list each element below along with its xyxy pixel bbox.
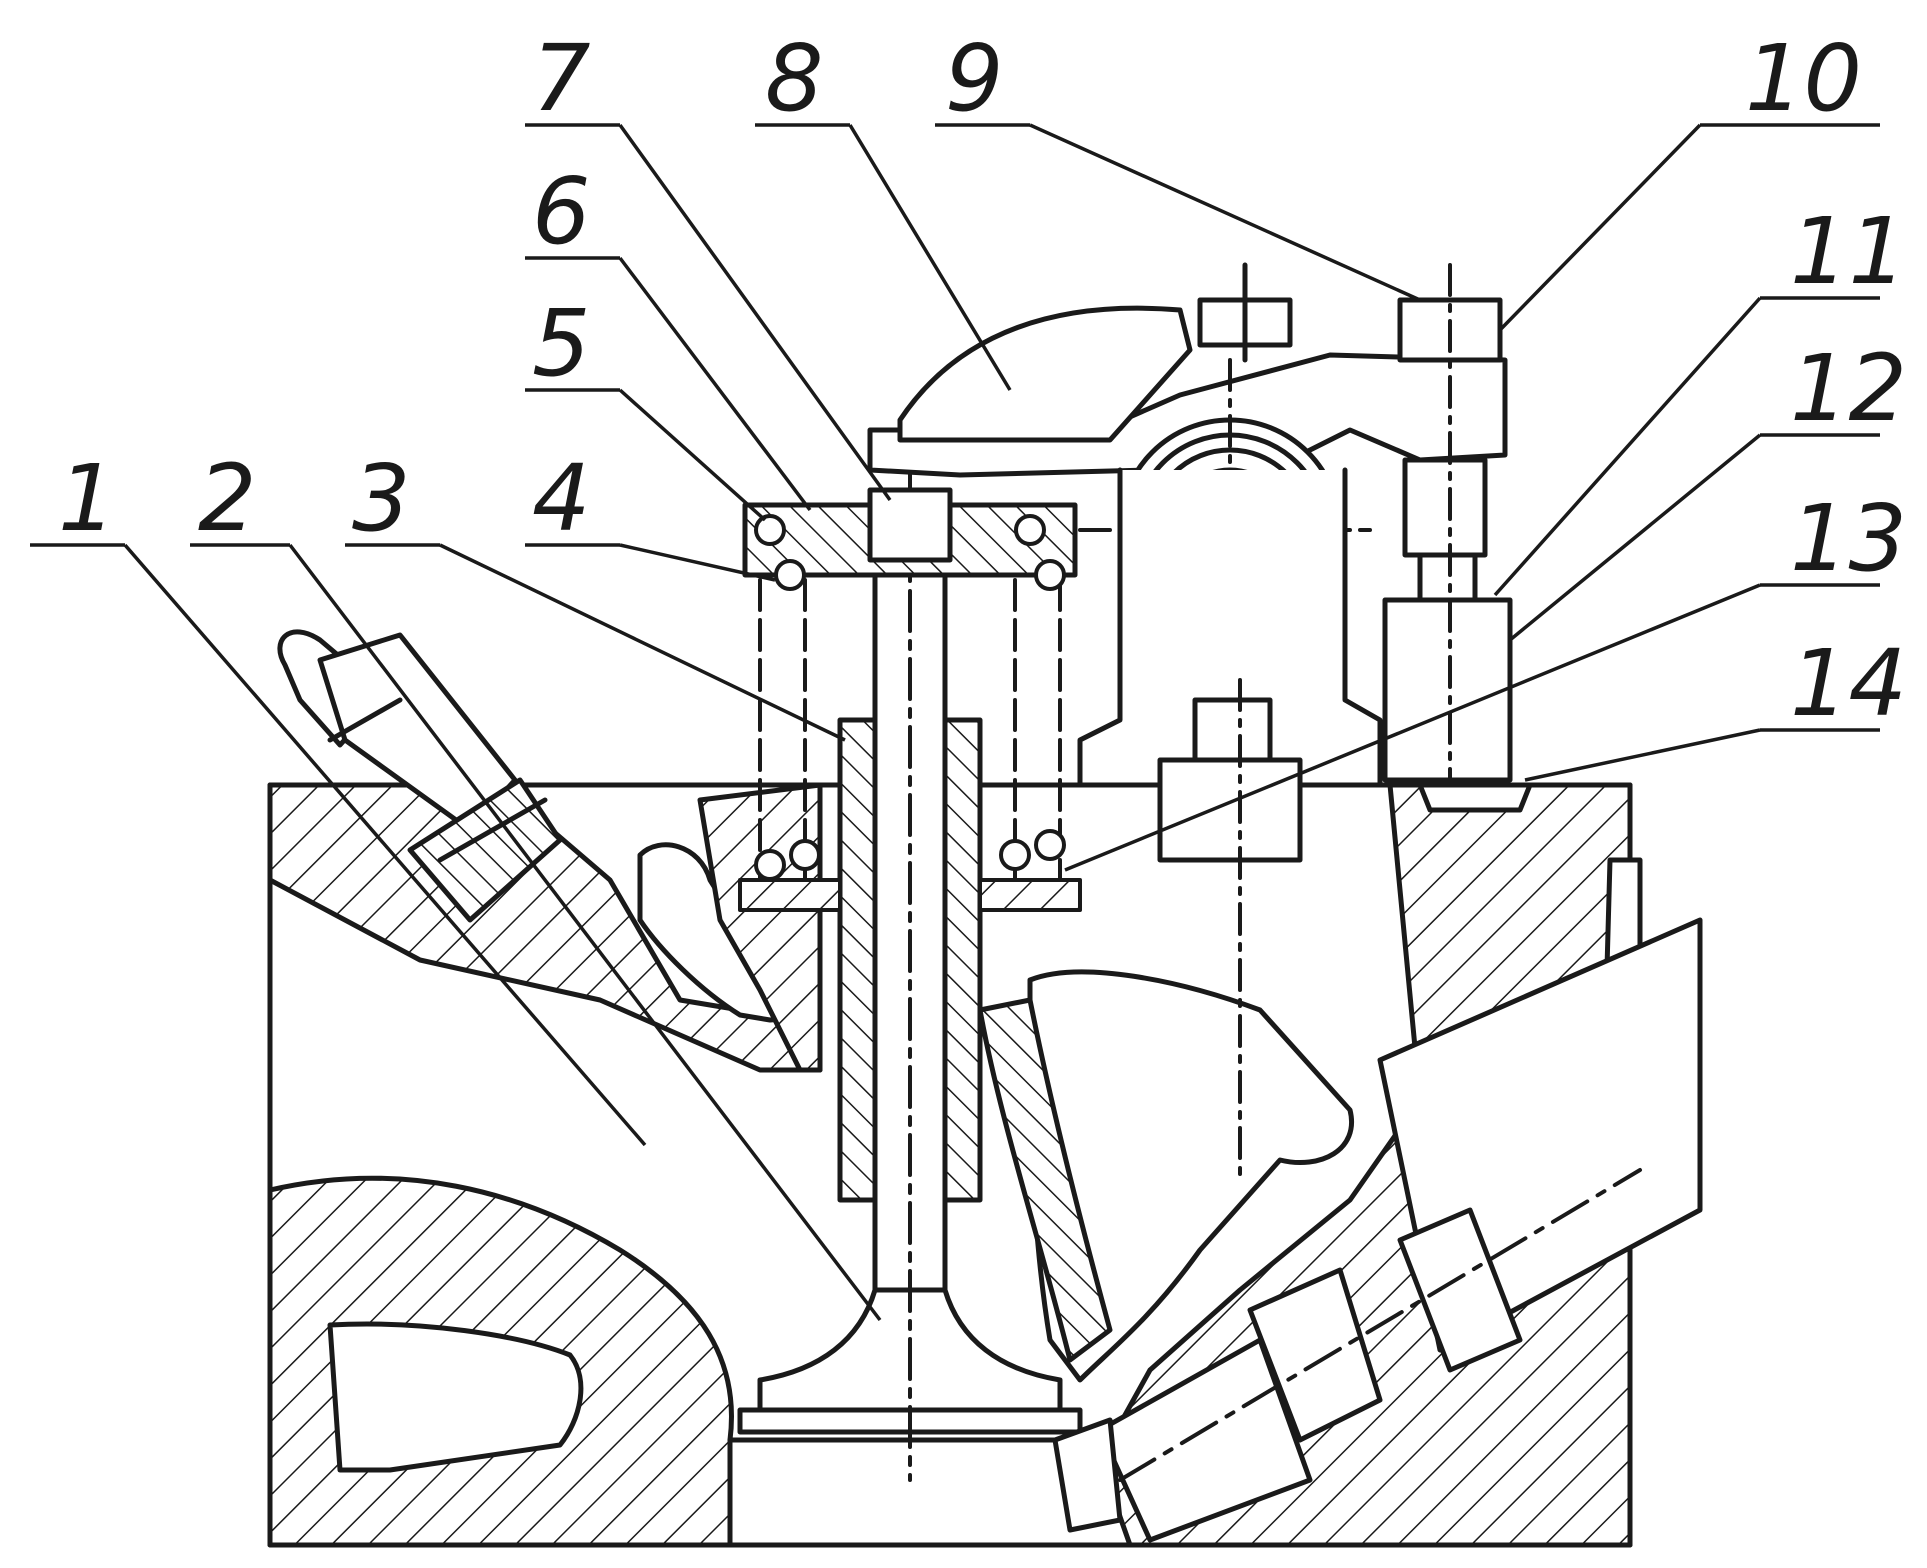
port-wall xyxy=(977,997,1113,1363)
callouts: 1 2 3 4 5 6 7 8 9 10 11 12 13 14 xyxy=(58,25,1907,737)
push-rod-cup xyxy=(1382,597,1513,783)
leader-lines xyxy=(30,123,1880,1322)
rocker-arm xyxy=(867,262,1508,1182)
valve-assembly xyxy=(727,453,1093,1482)
spring-seat-left xyxy=(738,878,842,912)
callout-7: 7 xyxy=(532,25,591,132)
adjuster-assembly xyxy=(1382,263,1533,813)
callout-11: 11 xyxy=(1790,198,1907,305)
callout-5: 5 xyxy=(532,290,591,397)
valve-cotter xyxy=(867,487,953,563)
rocker-cover xyxy=(897,305,1193,443)
adjuster-lock-nut xyxy=(1402,457,1488,558)
callout-10: 10 xyxy=(1745,25,1862,132)
callout-2: 2 xyxy=(198,445,257,552)
callout-14: 14 xyxy=(1790,630,1907,737)
callout-8: 8 xyxy=(765,25,824,132)
callout-13: 13 xyxy=(1790,485,1907,592)
callout-4: 4 xyxy=(532,445,591,552)
injector-lower xyxy=(1052,917,1703,1543)
spark-plug-upper xyxy=(277,629,563,923)
valve-springs xyxy=(738,514,1082,912)
lower-port-left xyxy=(327,1321,584,1473)
spring-seat-right xyxy=(978,878,1082,912)
callout-12: 12 xyxy=(1790,335,1907,442)
callout-6: 6 xyxy=(532,158,591,265)
callout-3: 3 xyxy=(352,445,411,552)
callout-9: 9 xyxy=(945,25,1004,132)
adjuster-screw xyxy=(1417,552,1478,603)
callout-1: 1 xyxy=(58,445,117,552)
